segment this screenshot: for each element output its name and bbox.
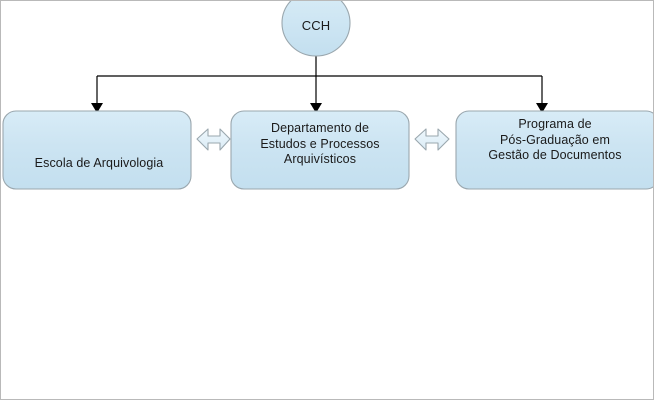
- connector-cch-to-programa: [536, 76, 548, 113]
- node-escola-label: Escola de Arquivologia: [34, 156, 164, 170]
- node-programa-label: Programa de Pós-Graduação em Gestão de D…: [488, 117, 622, 162]
- node-cch[interactable]: [281, 0, 351, 57]
- node-programa[interactable]: [455, 110, 654, 190]
- node-departamento[interactable]: [230, 110, 410, 190]
- node-cch-label: CCH: [301, 18, 331, 33]
- node-departamento-label: Departamento de Estudos e Processos Arqu…: [260, 121, 380, 166]
- connector-cch-to-departamento: [310, 56, 322, 113]
- connector-escola-departamento[interactable]: [196, 128, 231, 151]
- connector-cch-to-escola: [91, 76, 103, 113]
- node-escola[interactable]: [2, 110, 192, 190]
- connector-departamento-programa[interactable]: [414, 128, 450, 151]
